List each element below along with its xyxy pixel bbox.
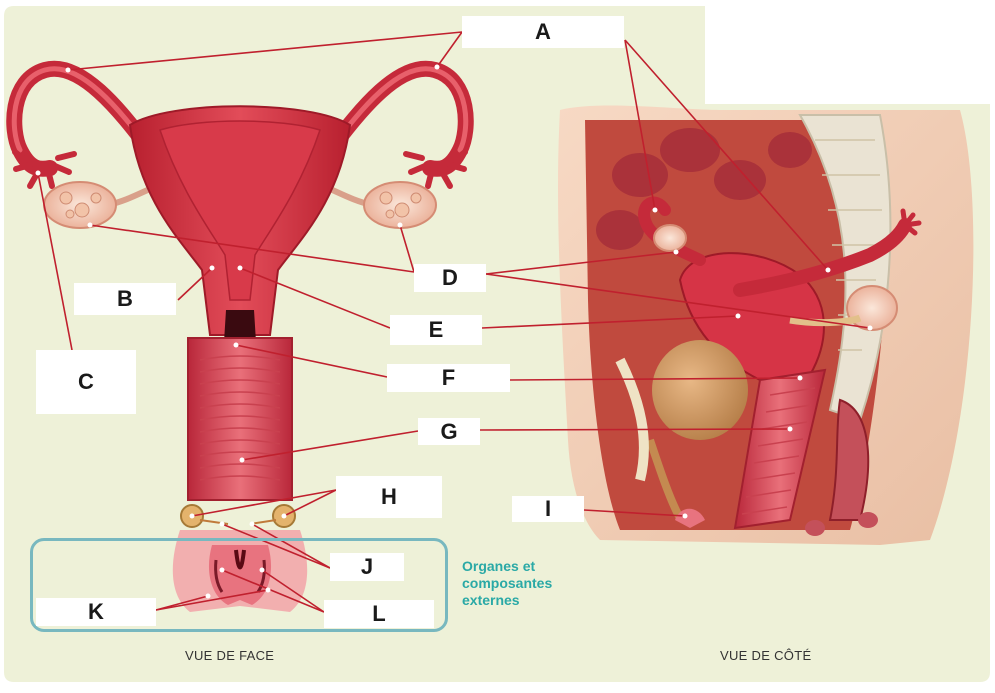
caption-front-view: VUE DE FACE [185, 648, 275, 663]
vaginal-rugae [199, 355, 281, 481]
leader-f-2 [509, 377, 801, 381]
leader-d-2 [399, 224, 415, 273]
leader-l-1 [221, 569, 325, 613]
uterine-cavity [159, 120, 321, 301]
leader-e-2 [481, 315, 739, 329]
cervix-canal [224, 310, 256, 342]
front-view [6, 60, 474, 612]
leader-a-3 [624, 39, 656, 211]
leader-l-2 [261, 569, 325, 613]
leader-a-4 [624, 39, 829, 271]
label-box-a[interactable]: A [462, 16, 624, 48]
label-box-g[interactable]: G [418, 418, 480, 445]
leader-dots [35, 64, 873, 599]
label-box-f[interactable]: F [387, 364, 510, 392]
vagina-side [733, 368, 827, 530]
leader-d-3 [485, 251, 677, 275]
label-box-c[interactable]: C [36, 350, 136, 414]
external-organs-line3: externes [462, 592, 520, 608]
label-box-k[interactable]: K [36, 598, 156, 626]
leader-k-2 [155, 589, 269, 611]
leader-g-2 [479, 428, 791, 431]
external-organs-line2: composantes [462, 575, 553, 591]
labia-side [675, 508, 705, 528]
label-box-d[interactable]: D [414, 264, 486, 292]
urethra [646, 438, 684, 520]
leader-a-2 [436, 31, 463, 68]
caption-side-view: VUE DE CÔTÉ [720, 648, 812, 663]
bladder [652, 340, 748, 440]
ovary-side-front [653, 224, 687, 252]
leader-b [177, 267, 213, 301]
leader-i [583, 509, 686, 517]
leader-f-1 [235, 344, 388, 378]
intestines [596, 128, 812, 250]
leader-h-1 [191, 489, 337, 517]
right-fimbriae [403, 149, 468, 189]
label-box-i[interactable]: I [512, 496, 584, 522]
external-organs-label: Organes et composantes externes [462, 558, 552, 609]
vagina [187, 337, 293, 501]
leader-a-1 [67, 31, 463, 71]
fallopian-tube-side [733, 218, 912, 297]
leader-e-1 [239, 267, 391, 329]
fallopian-tube-front [638, 196, 706, 266]
leader-g-1 [241, 430, 419, 461]
leader-j-1 [221, 523, 331, 569]
ovary-side-back [846, 285, 898, 331]
rectum [828, 398, 870, 521]
leader-lines [37, 31, 871, 613]
side-view [557, 105, 974, 546]
right-fallopian-tube-highlight [327, 66, 469, 153]
label-box-e[interactable]: E [390, 315, 482, 345]
label-box-l[interactable]: L [324, 600, 434, 628]
external-organs-box [30, 538, 448, 632]
left-fallopian-tube-highlight [11, 66, 153, 153]
leader-c [37, 172, 73, 351]
leader-j-2 [251, 523, 331, 569]
pubic-bone [615, 357, 649, 482]
label-box-j[interactable]: J [330, 553, 404, 581]
vaginal-opening [234, 549, 246, 570]
labia-minora [208, 545, 272, 605]
label-box-h[interactable]: H [336, 476, 442, 518]
left-fimbriae [12, 149, 77, 189]
external-organs-line1: Organes et [462, 558, 536, 574]
leader-d-4 [485, 273, 871, 329]
label-box-b[interactable]: B [74, 283, 176, 315]
leader-d-1 [89, 224, 415, 273]
leader-h-2 [283, 489, 337, 517]
